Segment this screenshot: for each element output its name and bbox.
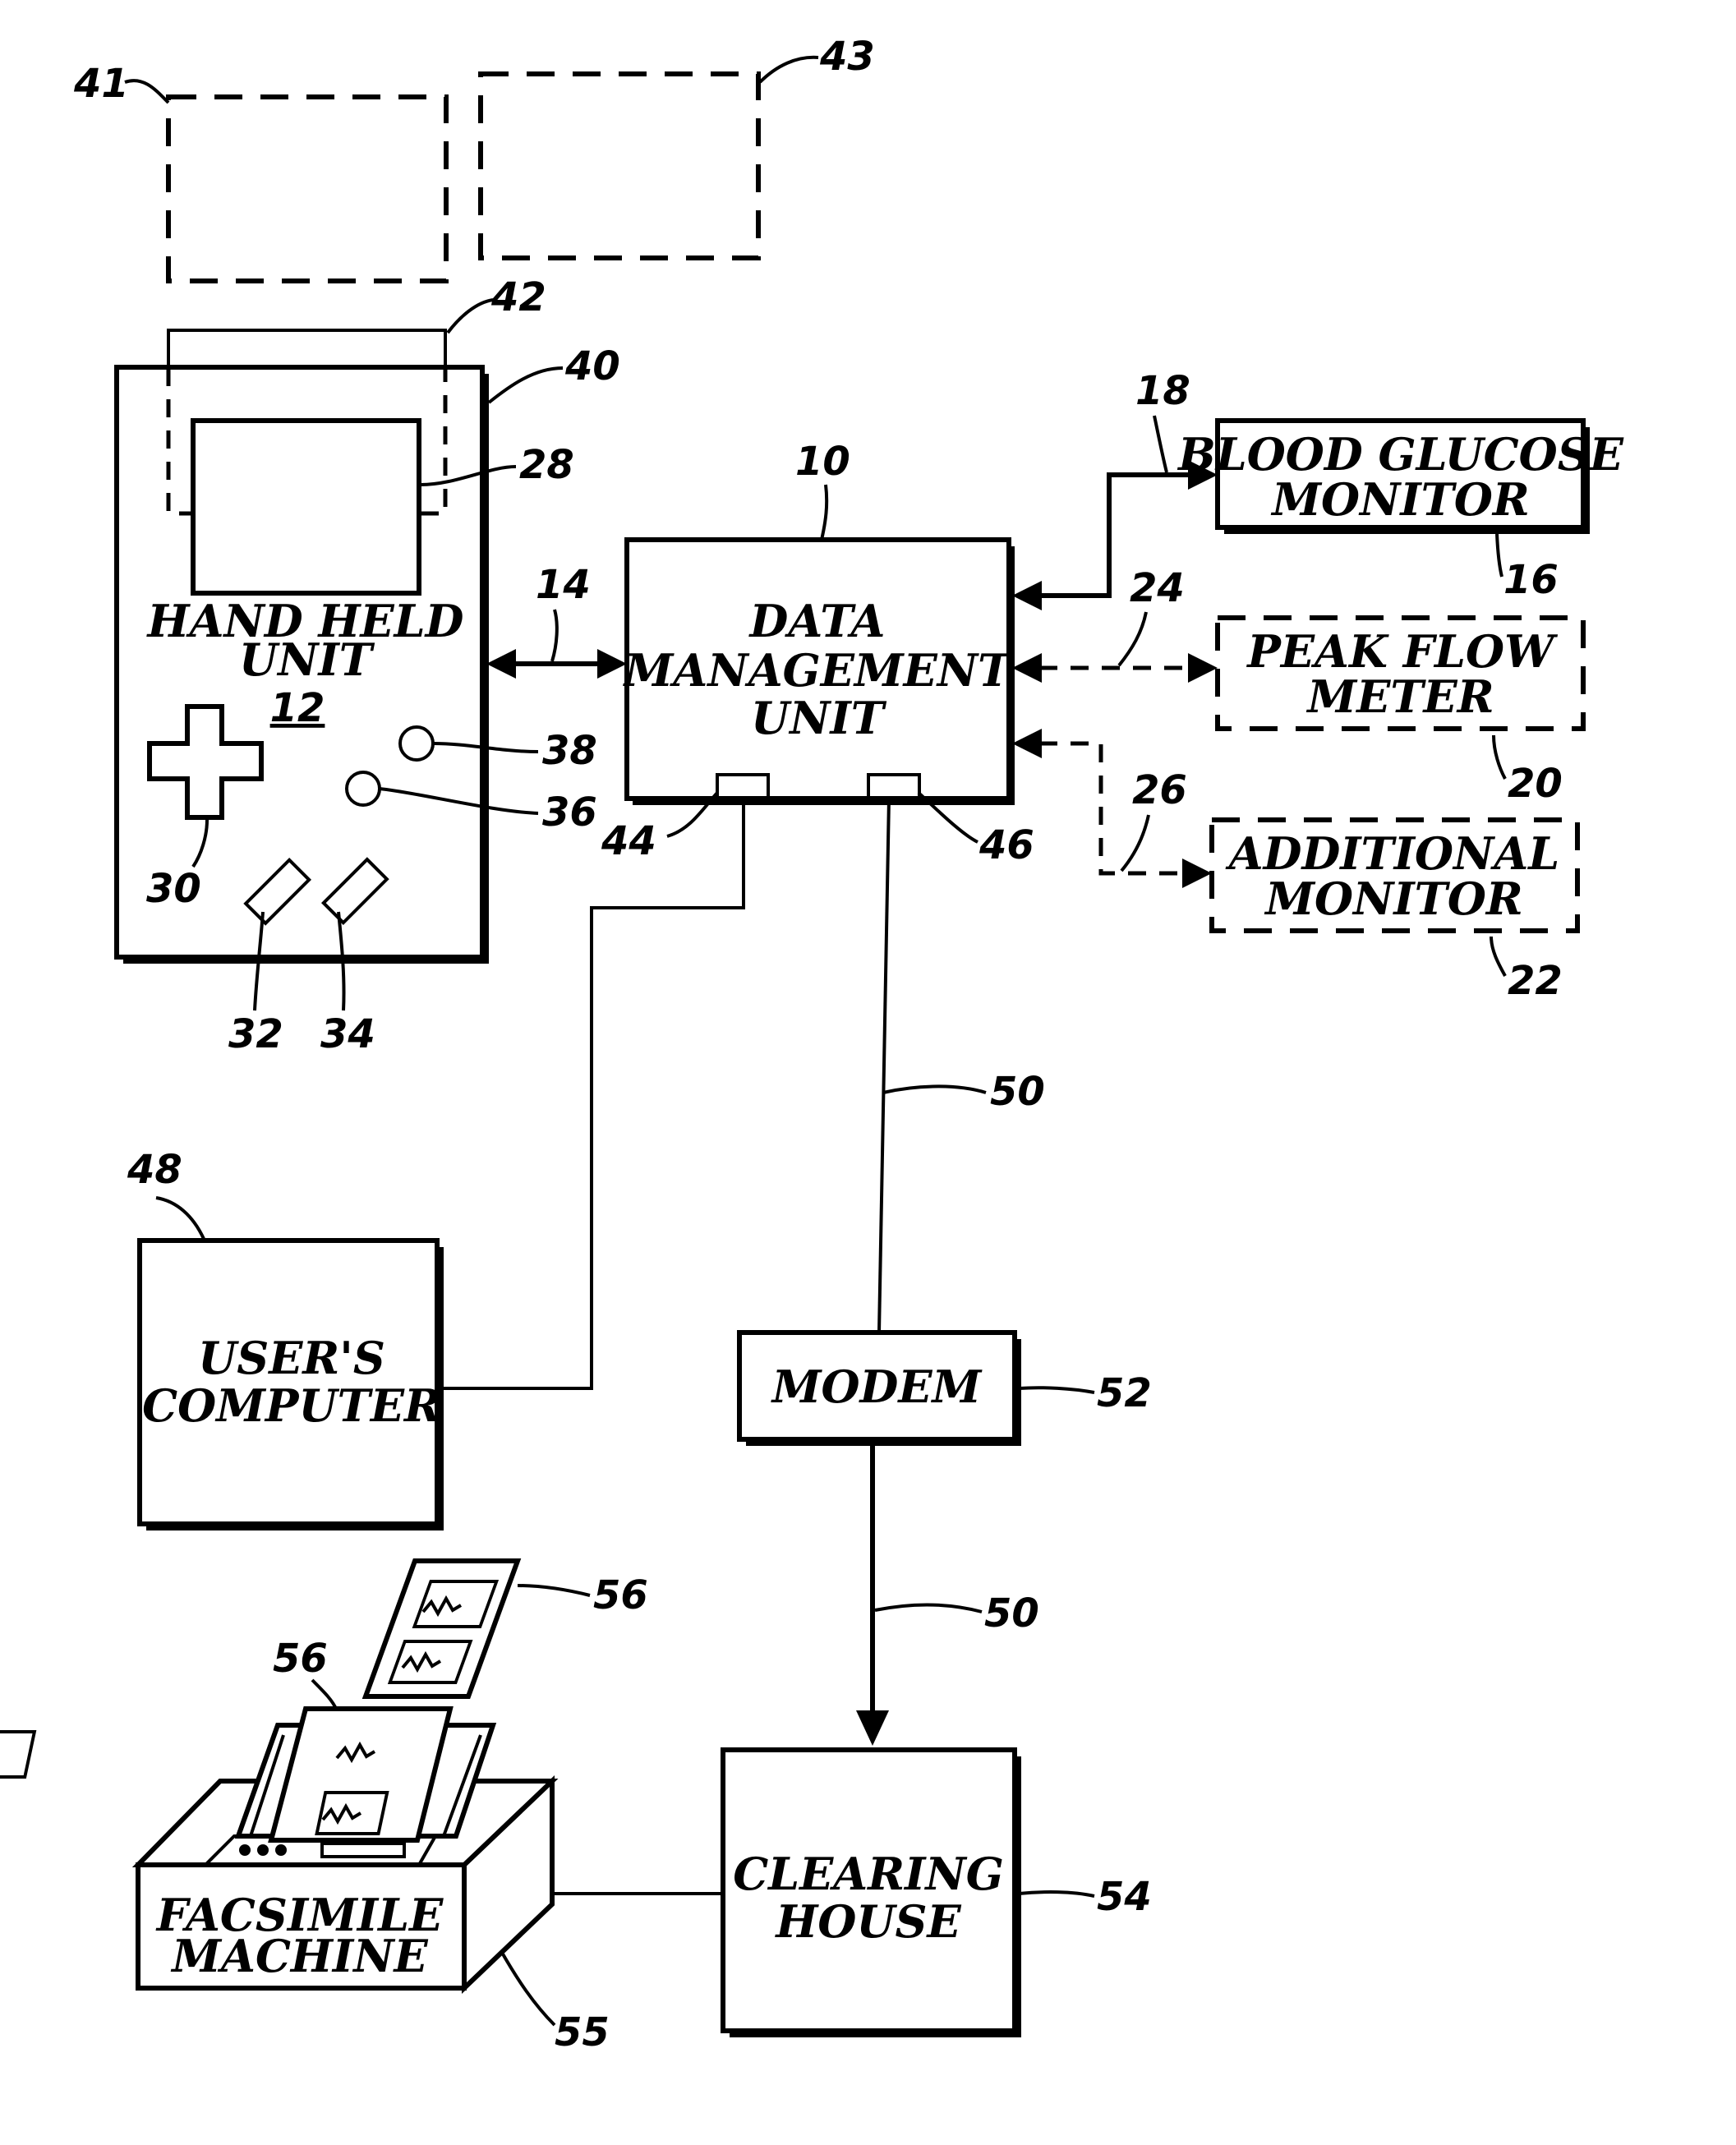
leader-16: [1497, 534, 1502, 577]
ref-32: 32: [228, 1011, 283, 1057]
arrow-26-am: [1182, 858, 1212, 888]
ref-28: 28: [519, 442, 574, 488]
ref-56-upper: 56: [593, 1572, 648, 1618]
facsimile-machine-label-2: MACHINE: [170, 1930, 428, 1982]
arrow-18-dmu: [1012, 581, 1042, 610]
data-management-unit-label-1: DATA: [748, 595, 886, 647]
ref-43: 43: [819, 34, 875, 80]
ref-50-lower: 50: [984, 1590, 1039, 1636]
dashed-box-43: [481, 74, 758, 258]
ref-18: 18: [1135, 368, 1190, 414]
arrow-14-left: [486, 649, 516, 679]
clearing-house-label-2: HOUSE: [774, 1895, 961, 1948]
ref-42: 42: [490, 274, 546, 320]
leader-41: [125, 81, 168, 103]
leader-50-lower: [875, 1605, 982, 1613]
hand-held-unit-label-2: UNIT: [239, 633, 375, 686]
arrow-26-dmu: [1012, 729, 1042, 758]
ref-26: 26: [1132, 767, 1187, 813]
leader-43: [760, 58, 818, 82]
ref-55: 55: [555, 2009, 610, 2055]
leader-55: [501, 1951, 555, 2025]
leader-22: [1491, 937, 1505, 976]
leader-50-upper: [883, 1086, 986, 1093]
ref-10: 10: [795, 439, 850, 485]
ref-46: 46: [979, 822, 1034, 868]
fax-button-3: [275, 1844, 287, 1856]
ref-52: 52: [1097, 1370, 1152, 1416]
data-management-unit: DATA MANAGEMENT UNIT: [623, 540, 1015, 805]
dashed-box-41: [168, 97, 446, 281]
fax-button-2: [257, 1844, 269, 1856]
ref-14: 14: [536, 562, 591, 608]
fax-button-1: [239, 1844, 251, 1856]
clearing-house-label-1: CLEARING: [733, 1848, 1004, 1900]
leader-42: [448, 300, 493, 333]
ref-30: 30: [146, 866, 201, 912]
ref-50-upper: 50: [990, 1069, 1045, 1115]
leader-20: [1494, 735, 1505, 779]
blood-glucose-monitor-label-2: MONITOR: [1270, 473, 1530, 526]
arrow-24-dmu: [1012, 653, 1042, 683]
arrow-50-clearing: [856, 1710, 889, 1746]
link-50-dmu-modem: [879, 799, 889, 1333]
users-computer-label-1: USER'S: [198, 1332, 385, 1384]
leader-56-upper: [518, 1586, 590, 1595]
ref-48: 48: [127, 1147, 182, 1193]
cartridge-42: [168, 330, 445, 368]
ref-56-lower: 56: [273, 1636, 328, 1682]
modem-label: MODEM: [771, 1360, 983, 1413]
leader-48: [156, 1198, 204, 1239]
leader-26: [1121, 815, 1149, 871]
ref-38: 38: [542, 728, 597, 774]
fax-page-56: [271, 1709, 450, 1840]
leader-24: [1119, 612, 1146, 665]
display-screen-28: [193, 421, 419, 593]
leader-40: [489, 368, 563, 403]
ref-54: 54: [1097, 1874, 1152, 1920]
ref-16: 16: [1503, 557, 1559, 603]
fax-page-chart-1: [0, 1732, 35, 1777]
leader-52: [1019, 1388, 1094, 1392]
ref-34: 34: [320, 1011, 375, 1057]
ref-24: 24: [1130, 565, 1185, 611]
leader-14: [552, 610, 557, 661]
leader-10: [822, 485, 827, 540]
arrow-14-right: [597, 649, 627, 679]
ref-44: 44: [601, 818, 656, 864]
hand-held-unit-ref-12: 12: [270, 685, 325, 731]
arrow-24-pfm: [1188, 653, 1218, 683]
ref-41: 41: [73, 61, 129, 107]
additional-monitor-label-2: MONITOR: [1264, 872, 1523, 925]
ref-40: 40: [564, 343, 620, 389]
leader-56-lower: [312, 1680, 337, 1710]
leader-18: [1154, 416, 1167, 472]
users-computer-label-2: COMPUTER: [142, 1379, 441, 1432]
ref-36: 36: [542, 789, 597, 835]
ref-20: 20: [1508, 761, 1563, 807]
leader-54: [1019, 1892, 1094, 1896]
data-management-unit-label-3: UNIT: [751, 692, 887, 744]
ref-22: 22: [1508, 958, 1563, 1004]
data-management-unit-label-2: MANAGEMENT: [623, 644, 1014, 697]
peak-flow-meter-label-2: METER: [1305, 670, 1494, 723]
printed-page-56: [366, 1561, 518, 1696]
